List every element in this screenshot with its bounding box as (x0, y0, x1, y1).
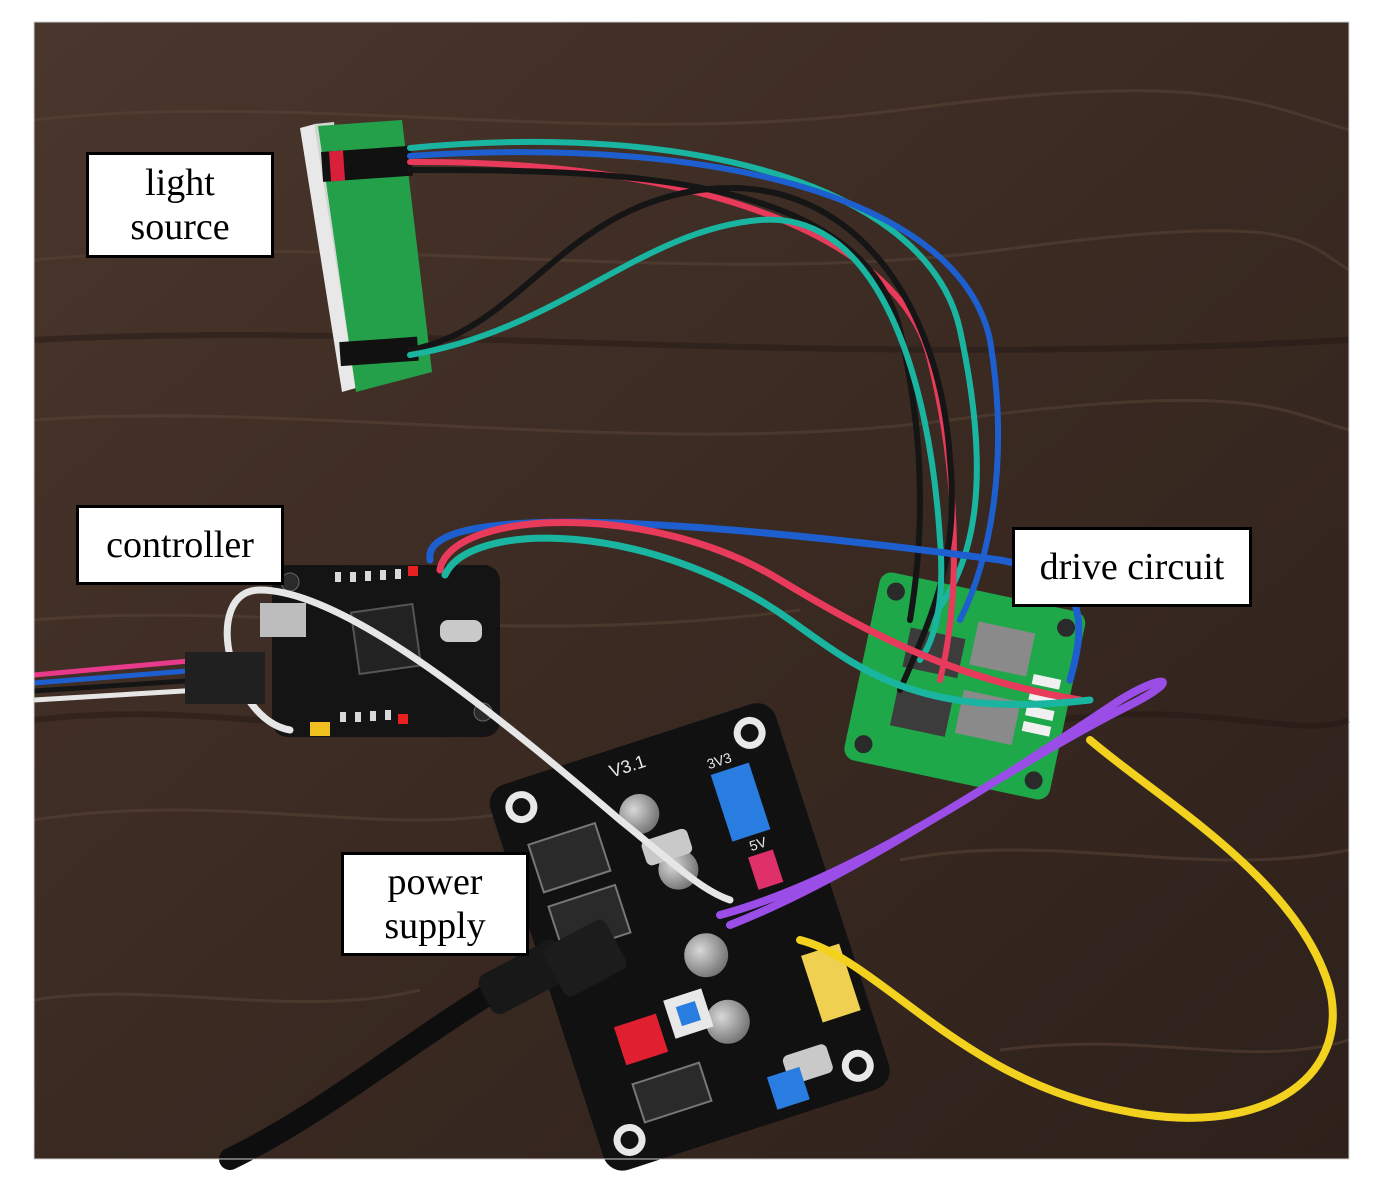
left-cable-bundle (33, 652, 265, 704)
wire-black-2 (407, 185, 955, 693)
power-board-3v3: 3V3 (705, 749, 734, 772)
wire-yellow (796, 736, 1337, 1122)
light-source-wires (407, 138, 1002, 693)
wire-cyan-3 (441, 534, 1094, 709)
power-board-5v: 5V (747, 833, 769, 854)
controller-label: controller (76, 505, 284, 585)
power-supply-board: V3.1 3V3 5V (489, 703, 890, 1171)
drive-circuit-label: drive circuit (1012, 527, 1252, 607)
wire-purple (716, 677, 1167, 929)
light-source-board (300, 120, 432, 392)
power-supply-label: power supply (341, 852, 529, 956)
dc-barrel-cable (219, 919, 627, 1170)
wire-blue-1 (407, 149, 1002, 623)
photo-border (33, 21, 1350, 1160)
wire-black-1 (407, 167, 923, 623)
wire-cyan-2 (407, 216, 945, 663)
wire-red-2 (436, 519, 1084, 704)
controller-board (260, 565, 500, 737)
wire-cyan-1 (407, 138, 980, 623)
light-source-label: light source (86, 152, 274, 258)
